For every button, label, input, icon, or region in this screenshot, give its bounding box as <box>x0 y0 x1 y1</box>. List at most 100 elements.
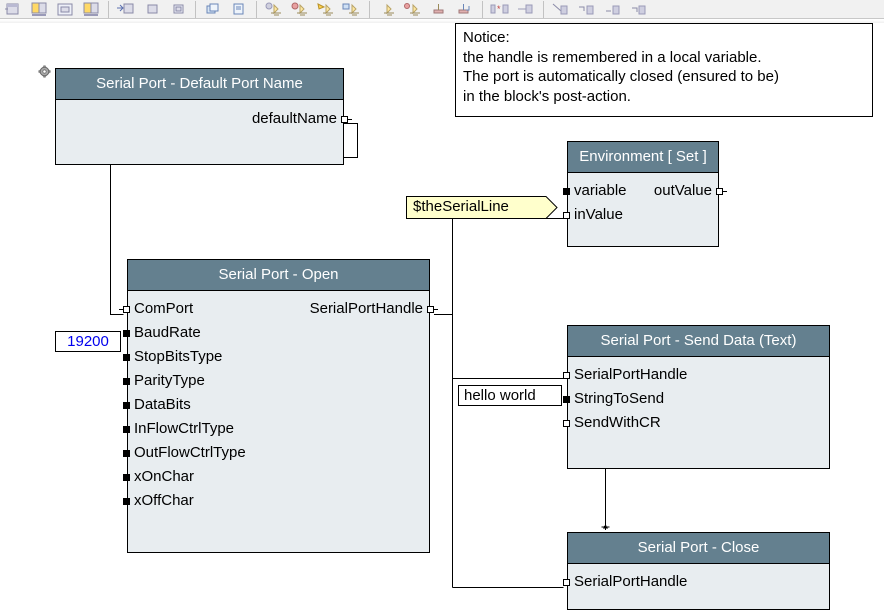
port-row-stopbitstype[interactable]: StopBitsType <box>123 345 429 369</box>
pin-add-icon[interactable] <box>400 0 426 18</box>
port-connector-comport[interactable] <box>123 306 130 313</box>
port-stub <box>348 119 352 120</box>
port-label: StopBitsType <box>134 348 223 365</box>
port-connector-serialporthandle[interactable] <box>563 579 570 586</box>
connection-icon[interactable] <box>513 0 539 18</box>
block-icon[interactable] <box>139 0 165 18</box>
port-label: SerialPortHandle <box>574 573 688 590</box>
port-row-baudrate[interactable]: BaudRate <box>123 321 429 345</box>
block-serial-port-send-data[interactable]: Serial Port - Send Data (Text) SerialPor… <box>563 325 830 469</box>
block-title: Serial Port - Close <box>568 533 829 564</box>
port-label: InFlowCtrlType <box>134 420 235 437</box>
port-connector-xoffchar[interactable] <box>123 498 130 505</box>
port-row-sendwithcr[interactable]: SendWithCR <box>563 411 829 435</box>
port-label: xOnChar <box>134 468 195 485</box>
block-serial-port-close[interactable]: Serial Port - Close SerialPortHandle <box>563 532 830 610</box>
toolbar-group-connector: * <box>487 0 539 19</box>
remove-input-pin-icon[interactable] <box>287 0 313 18</box>
port-connector-defaultname[interactable] <box>341 116 348 123</box>
port-connector-paritytype[interactable] <box>123 378 130 385</box>
svg-text:*: * <box>497 4 501 14</box>
toolbar-group-copy <box>200 0 252 19</box>
wire-route-3-icon[interactable] <box>626 0 652 18</box>
port-stub <box>434 309 438 310</box>
port-row-comport[interactable]: ComPort SerialPortHandle <box>119 297 438 321</box>
block-title: Serial Port - Send Data (Text) <box>568 326 829 357</box>
wire-diagonal-icon[interactable] <box>548 0 574 18</box>
port-row-variable[interactable]: variable outValue <box>563 179 727 203</box>
port-connector-serialporthandle[interactable] <box>427 306 434 313</box>
toolbar-separator <box>482 0 483 18</box>
port-connector-invalue[interactable] <box>563 212 570 219</box>
move-pin-icon[interactable] <box>339 0 365 18</box>
pin-return-icon[interactable] <box>452 0 478 18</box>
wire-route-1-icon[interactable] <box>574 0 600 18</box>
port-connector-stopbitstype[interactable] <box>123 354 130 361</box>
port-row-paritytype[interactable]: ParityType <box>123 369 429 393</box>
port-row-invalue[interactable]: inValue <box>563 203 718 227</box>
enter-block-icon[interactable] <box>113 0 139 18</box>
highlight-pin-icon[interactable] <box>313 0 339 18</box>
port-label: outValue <box>653 182 712 199</box>
block-serial-port-open[interactable]: Serial Port - Open ComPort SerialPortHan… <box>119 259 438 553</box>
baudrate-constant[interactable]: 19200 <box>55 331 121 352</box>
gear-icon[interactable] <box>38 65 51 83</box>
pin-up-icon[interactable] <box>374 0 400 18</box>
new-window-icon[interactable] <box>0 0 26 18</box>
port-row-xonchar[interactable]: xOnChar <box>123 465 429 489</box>
cascade-windows-icon[interactable] <box>78 0 104 18</box>
port-connector-outflowctrltype[interactable] <box>123 450 130 457</box>
port-row-stringtosend[interactable]: StringToSend <box>563 387 829 411</box>
port-row-xoffchar[interactable]: xOffChar <box>123 489 429 513</box>
new-connection-icon[interactable]: * <box>487 0 513 18</box>
toolbar-group-pin-b <box>374 0 478 19</box>
variable-tag-label: $theSerialLine <box>413 198 509 215</box>
toolbar-separator <box>543 0 544 18</box>
diagram-canvas[interactable]: Notice: the handle is remembered in a lo… <box>0 23 884 610</box>
port-stub <box>119 309 123 310</box>
port-row-serialporthandle[interactable]: SerialPortHandle <box>563 363 829 387</box>
block-body: SerialPortHandle StringToSend SendWithCR <box>563 363 829 435</box>
tile-windows-icon[interactable] <box>26 0 52 18</box>
toolbar-group-pin-a <box>261 0 365 19</box>
port-connector-serialporthandle[interactable] <box>563 372 570 379</box>
port-label: variable <box>574 182 627 199</box>
port-connector-baudrate[interactable] <box>123 330 130 337</box>
serial-line-variable-tag[interactable]: $theSerialLine <box>406 196 558 219</box>
block-title: Serial Port - Default Port Name <box>56 69 343 100</box>
port-connector-inflowctrltype[interactable] <box>123 426 130 433</box>
add-input-pin-icon[interactable] <box>261 0 287 18</box>
port-connector-xonchar[interactable] <box>123 474 130 481</box>
port-connector-outvalue[interactable] <box>716 188 723 195</box>
port-label: SerialPortHandle <box>309 300 423 317</box>
port-row-inflowctrltype[interactable]: InFlowCtrlType <box>123 417 429 441</box>
toolbar-group-window <box>0 0 104 19</box>
port-label: defaultName <box>251 110 337 127</box>
port-label: SerialPortHandle <box>574 366 688 383</box>
port-label: SendWithCR <box>574 414 661 431</box>
duplicate-icon[interactable] <box>200 0 226 18</box>
notice-comment: Notice: the handle is remembered in a lo… <box>455 23 873 117</box>
toolbar-group-navigate <box>113 0 191 19</box>
port-row-outflowctrltype[interactable]: OutFlowCtrlType <box>123 441 429 465</box>
port-connector-sendwithcr[interactable] <box>563 420 570 427</box>
port-connector-databits[interactable] <box>123 402 130 409</box>
page-icon[interactable] <box>226 0 252 18</box>
toolbar-separator <box>256 0 257 18</box>
frame-window-icon[interactable] <box>52 0 78 18</box>
port-connector-variable[interactable] <box>563 188 570 195</box>
port-label: ComPort <box>134 300 194 317</box>
port-row-defaultname[interactable]: defaultName <box>56 107 352 131</box>
string-constant[interactable]: hello world <box>458 385 562 406</box>
pin-down-icon[interactable] <box>426 0 452 18</box>
exit-block-icon[interactable] <box>165 0 191 18</box>
wire-route-2-icon[interactable] <box>600 0 626 18</box>
port-row-serialporthandle[interactable]: SerialPortHandle <box>563 570 829 594</box>
block-environment-set[interactable]: Environment [ Set ] variable outValue in… <box>563 141 727 247</box>
block-serial-port-default-port-name[interactable]: Serial Port - Default Port Name defaultN… <box>55 68 352 165</box>
main-toolbar[interactable]: * <box>0 0 884 19</box>
toolbar-group-wire <box>548 0 652 19</box>
port-label: StringToSend <box>574 390 665 407</box>
port-connector-stringtosend[interactable] <box>563 396 570 403</box>
port-row-databits[interactable]: DataBits <box>123 393 429 417</box>
